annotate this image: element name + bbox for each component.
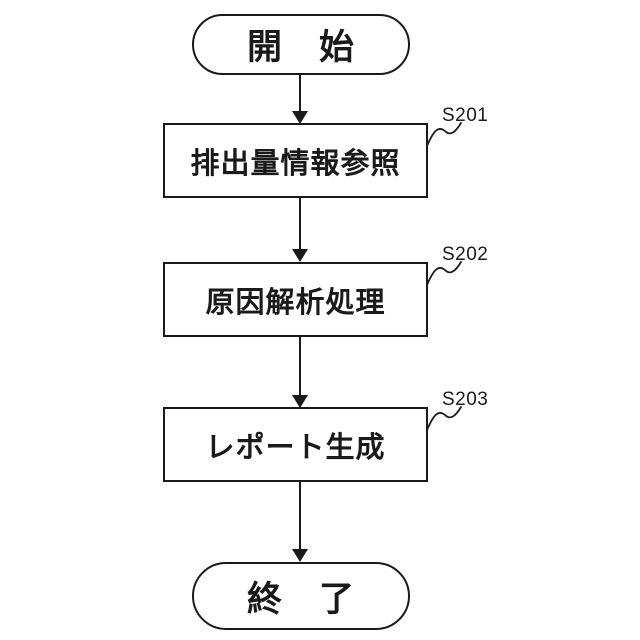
arrow-down-icon xyxy=(292,395,308,408)
process-box-report-generation: レポート生成 xyxy=(163,407,428,482)
start-terminal-label: 開 始 xyxy=(246,28,355,67)
end-terminal-label: 終 了 xyxy=(246,579,355,619)
leader-squiggle-icon xyxy=(426,261,462,286)
start-terminal-node: 開 始 xyxy=(192,14,410,75)
process-box-emission-reference: 排出量情報参照 xyxy=(163,123,428,198)
step-id-label-s203: S203 xyxy=(442,389,489,410)
arrow-down-icon xyxy=(292,111,308,124)
connector-line xyxy=(299,337,301,395)
connector-line xyxy=(299,482,301,550)
process-box-label: レポート生成 xyxy=(205,431,386,464)
leader-squiggle-icon xyxy=(426,122,462,147)
connector-line xyxy=(299,198,301,250)
connector-line xyxy=(299,75,301,112)
step-id-label-s201: S201 xyxy=(442,105,489,126)
end-terminal-node: 終 了 xyxy=(192,562,410,630)
arrow-down-icon xyxy=(292,249,308,262)
step-id-label-s202: S202 xyxy=(442,244,489,265)
process-box-cause-analysis: 原因解析処理 xyxy=(163,262,428,337)
process-box-label: 排出量情報参照 xyxy=(190,147,401,180)
leader-squiggle-icon xyxy=(426,406,462,431)
process-box-label: 原因解析処理 xyxy=(205,286,386,319)
arrow-down-icon xyxy=(292,549,308,562)
